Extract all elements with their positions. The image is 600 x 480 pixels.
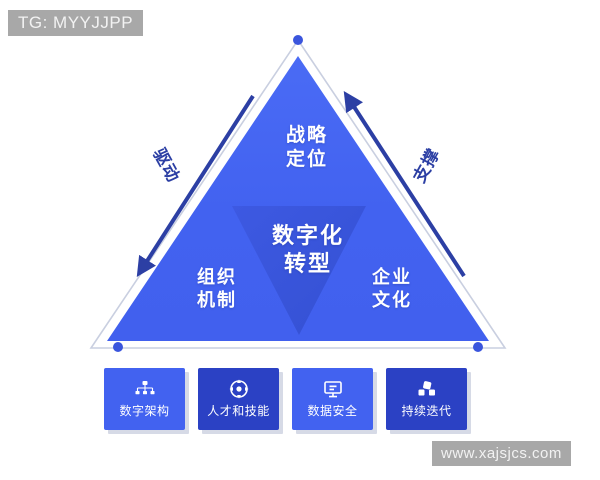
vertex-label-corporate-culture: 企业 文化 [372,267,412,310]
card-label: 人才和技能 [207,404,270,418]
arrow-support [343,90,466,278]
vertex-dot-bottom-left [113,342,123,352]
monitor-lock-icon [322,379,344,399]
card-data-security[interactable]: 数据安全 [292,368,373,430]
triangle-main [107,56,489,341]
triangle-outline [89,38,507,349]
vertex-label-strategic-positioning: 战略 定位 [285,125,328,170]
triangle-inner [232,206,366,335]
card-digital-architecture[interactable]: 数字架构 [104,368,185,430]
vertex-dot-bottom-right [473,342,483,352]
pillar-card[interactable]: 人才和技能 [198,368,283,434]
center-label-digital-transformation: 数字化 转型 [271,223,344,276]
sitemap-icon [134,379,156,399]
card-label: 持续迭代 [401,404,452,418]
target-skill-icon [228,379,250,399]
pillar-card[interactable]: 数据安全 [292,368,377,434]
card-talent-and-skills[interactable]: 人才和技能 [198,368,279,430]
iteration-icon [416,379,438,399]
arrow-drive [136,94,255,278]
watermark-bottom: www.xajsjcs.com [432,441,571,466]
vertex-label-organization-mechanism: 组织 机制 [197,267,237,310]
card-label: 数字架构 [119,404,170,418]
card-label: 数据安全 [307,404,358,418]
watermark-top: TG: MYYJJPP [8,10,144,36]
pillar-card-list: 数字架构 人才和技能 [104,368,471,434]
vertex-dot-top [293,35,303,45]
pillar-card[interactable]: 持续迭代 [386,368,471,434]
card-continuous-iteration[interactable]: 持续迭代 [386,368,467,430]
pillar-card[interactable]: 数字架构 [104,368,189,434]
